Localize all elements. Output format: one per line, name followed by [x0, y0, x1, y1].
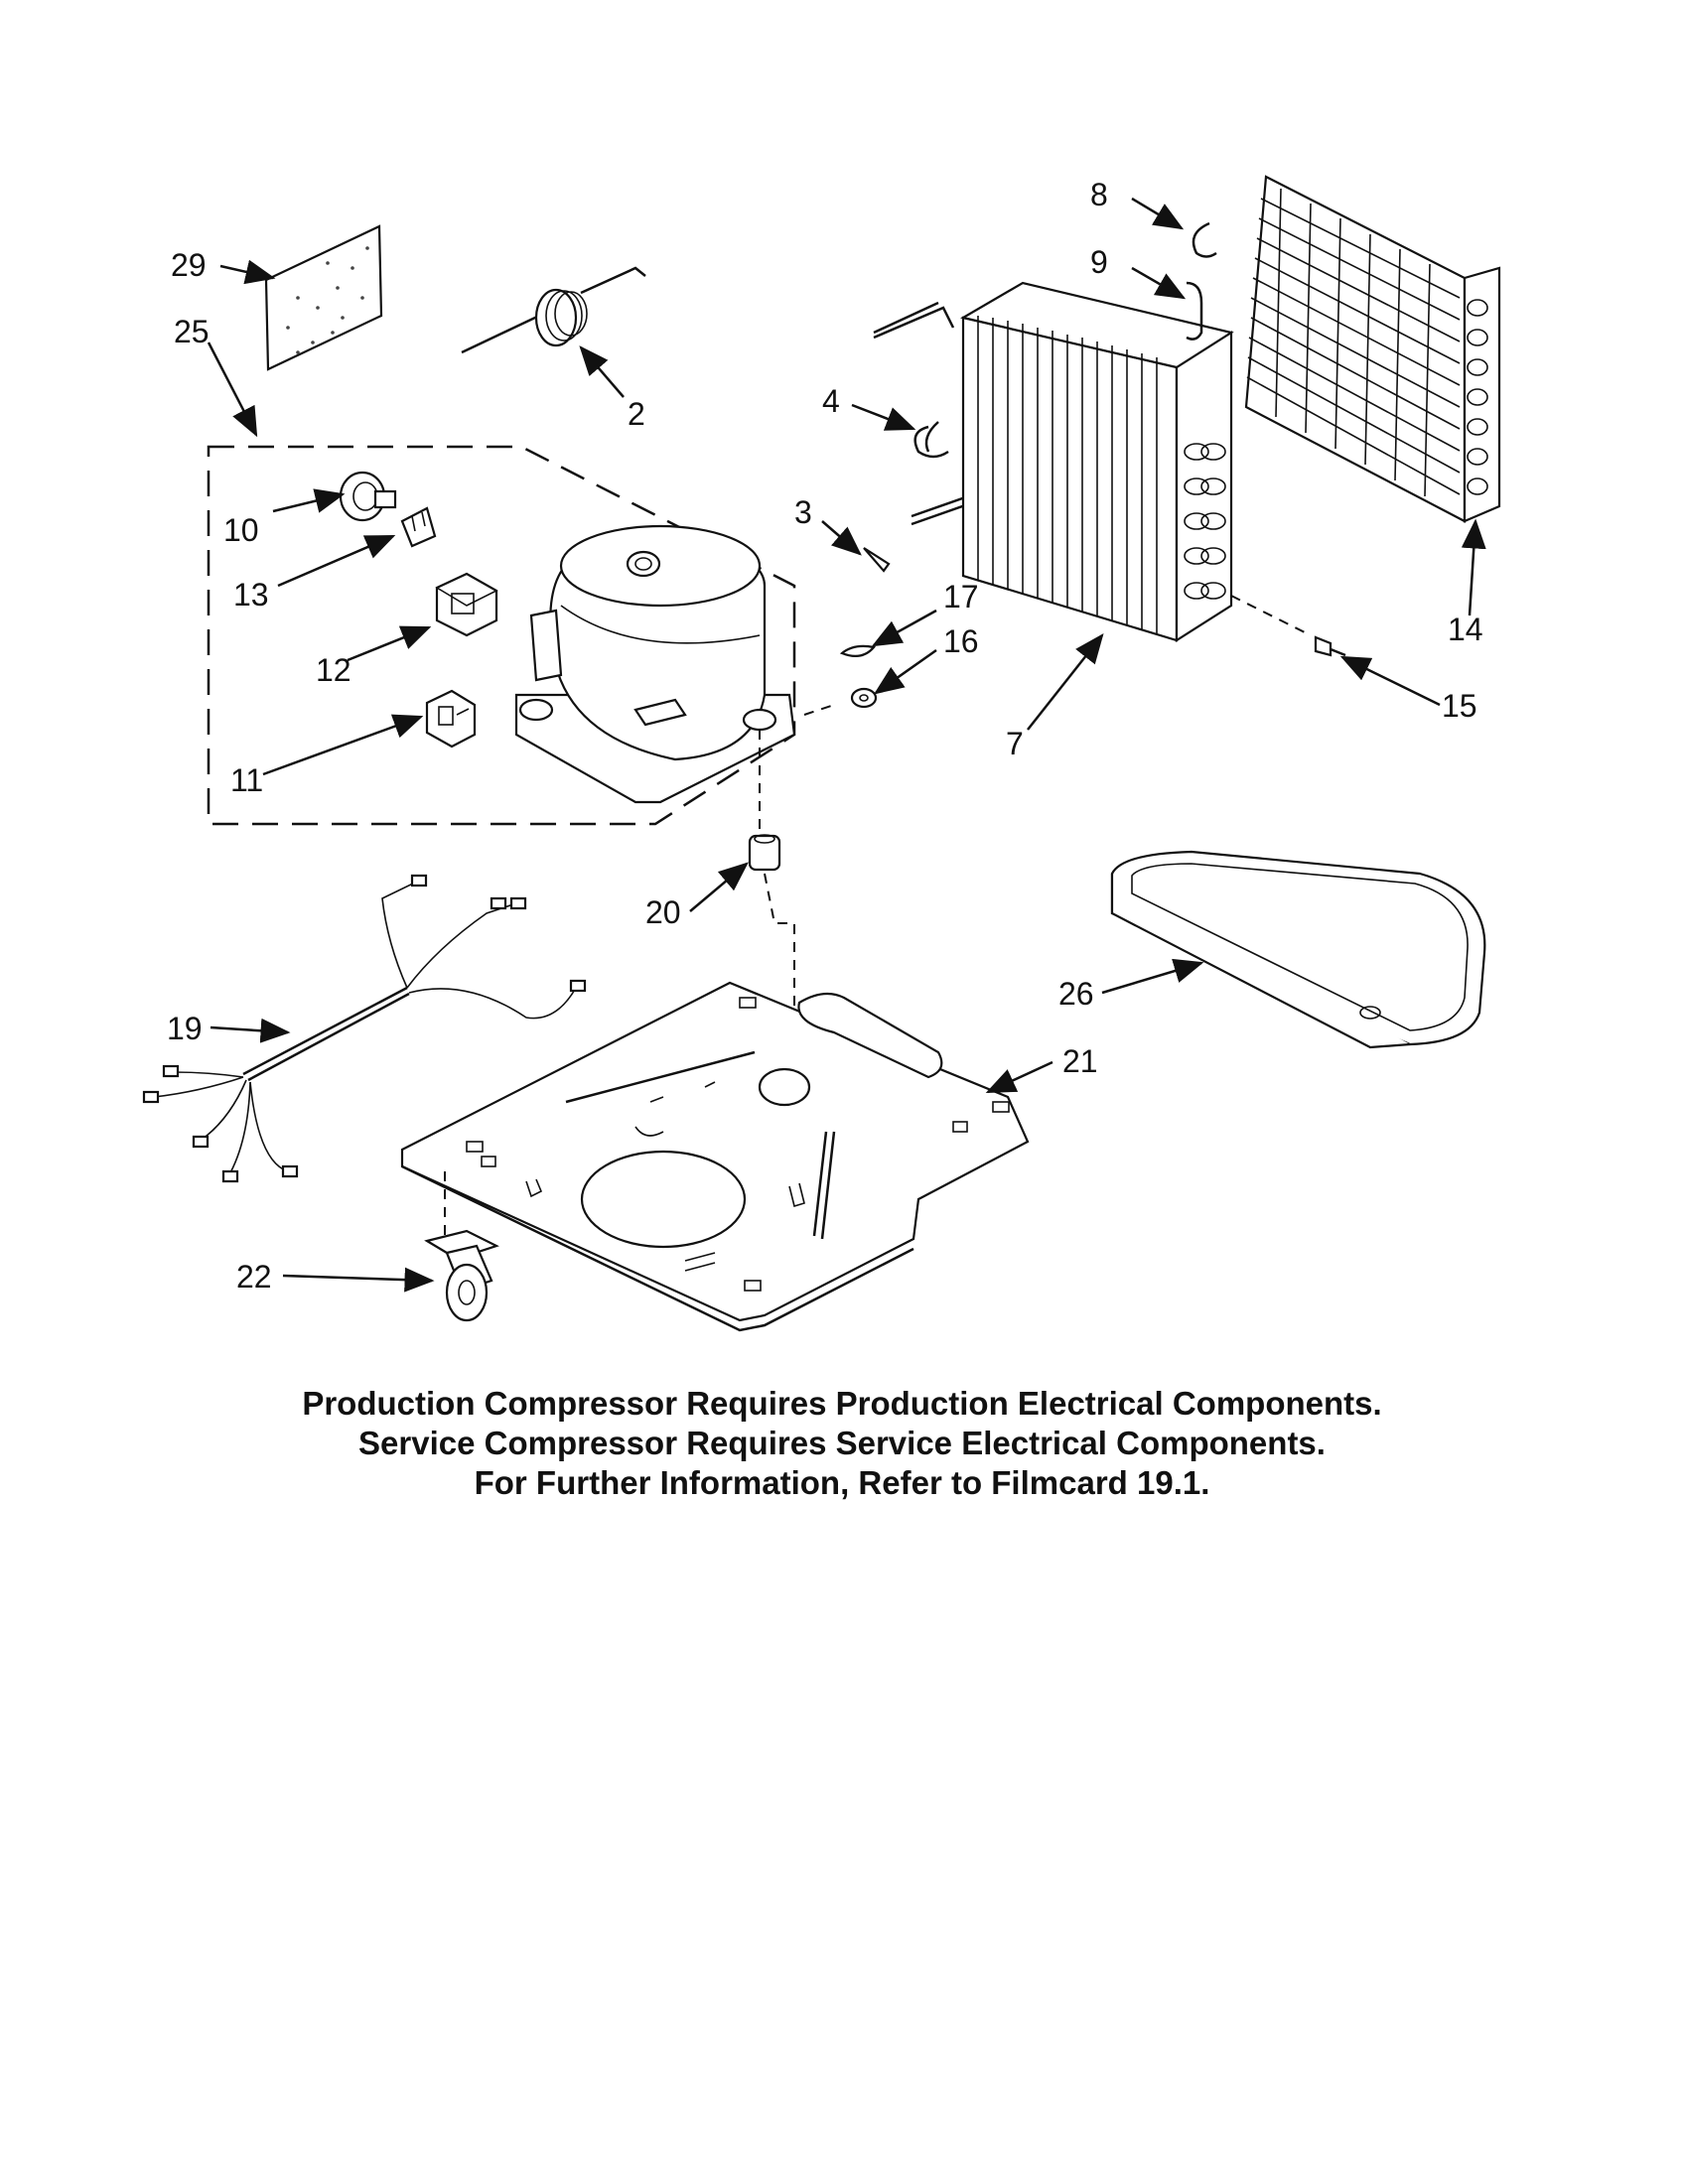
callout-8: 8 — [1090, 177, 1108, 212]
callout-21: 21 — [1062, 1043, 1098, 1079]
callout-11: 11 — [230, 762, 263, 798]
callout-12: 12 — [316, 652, 351, 688]
part-20-grommet — [748, 834, 781, 872]
part-12-relay — [435, 572, 498, 637]
callout-10: 10 — [223, 512, 259, 548]
part-21-base-plate — [400, 981, 1030, 1332]
part-4-u-tube — [913, 421, 949, 459]
part-15-screw — [1230, 595, 1346, 657]
part-17-clip — [839, 644, 877, 658]
callout-9: 9 — [1090, 244, 1108, 280]
callout-19: 19 — [167, 1011, 203, 1046]
part-16-washer — [850, 687, 878, 709]
callout-26: 26 — [1058, 976, 1094, 1012]
note-line-1: Production Compressor Requires Productio… — [302, 1385, 1382, 1422]
callout-2: 2 — [628, 396, 645, 432]
part-14-evaporator — [1244, 175, 1501, 523]
part-8-hose — [1192, 221, 1217, 258]
hardware-line — [803, 704, 835, 716]
part-29-panel — [264, 224, 383, 371]
part-13-clip — [400, 506, 437, 548]
callout-3: 3 — [794, 494, 812, 530]
callout-17: 17 — [943, 579, 979, 614]
compressor — [514, 524, 796, 804]
callout-16: 16 — [943, 623, 979, 659]
note-line-2: Service Compressor Requires Service Elec… — [358, 1425, 1326, 1461]
callout-4: 4 — [822, 383, 840, 419]
part-7-condenser — [873, 281, 1234, 643]
callout-7: 7 — [1006, 726, 1024, 761]
part-10-overload — [339, 471, 397, 522]
callout-13: 13 — [233, 577, 269, 613]
callout-22: 22 — [236, 1259, 272, 1295]
note-line-3: For Further Information, Refer to Filmca… — [474, 1464, 1210, 1501]
part-19-harness — [142, 874, 587, 1183]
part-9-hose — [1186, 281, 1203, 341]
callout-15: 15 — [1442, 688, 1477, 724]
part-2-coil — [461, 266, 646, 354]
leader-lines — [207, 197, 1486, 1293]
part-22-caster — [424, 1171, 499, 1322]
callout-20: 20 — [645, 894, 681, 930]
callout-14: 14 — [1448, 612, 1483, 647]
part-11-cover — [425, 689, 477, 749]
callout-25: 25 — [174, 314, 210, 349]
part-3-pin — [863, 547, 891, 573]
part-26-drain-pan — [1110, 850, 1486, 1049]
callout-29: 29 — [171, 247, 207, 283]
